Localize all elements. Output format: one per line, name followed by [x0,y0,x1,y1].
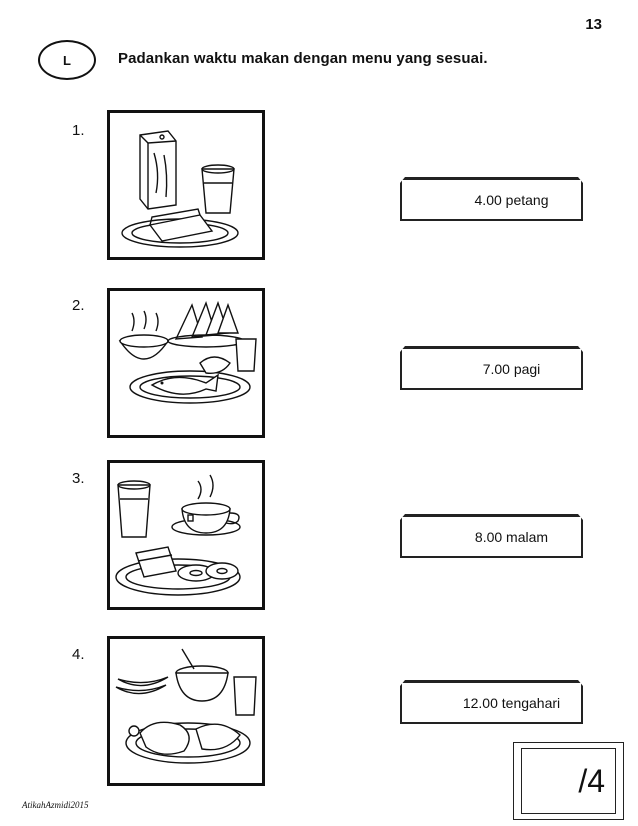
instruction-text: Padankan waktu makan dengan menu yang se… [118,50,488,67]
question-number-4: 4. [72,646,85,663]
question-number-2: 2. [72,297,85,314]
section-badge: L [38,40,96,80]
answer-label-1: 4.00 petang [474,191,549,208]
page-number: 13 [585,16,602,33]
picture-lunch [107,288,265,438]
answer-label-2: 7.00 pagi [482,360,541,377]
breakfast-milk-bread-icon [121,130,239,248]
dinner-chicken-soup-icon [115,648,257,764]
picture-tea [107,460,265,610]
answer-box-3[interactable]: 8.00 malam [400,514,583,558]
answer-box-2[interactable]: 7.00 pagi [400,346,583,390]
score-text: /4 [578,762,605,799]
answer-label-4: 12.00 tengahari [462,694,561,711]
score-inner-box: /4 [521,748,616,814]
score-box: /4 [513,742,624,820]
tea-cake-donut-icon [115,474,241,596]
question-number-1: 1. [72,122,85,139]
answer-box-1[interactable]: 4.00 petang [400,177,583,221]
watermark: AtikahAzmidi2015 [22,800,89,810]
answer-label-3: 8.00 malam [474,528,549,545]
answer-box-4[interactable]: 12.00 tengahari [400,680,583,724]
section-label: L [63,52,71,68]
picture-dinner [107,636,265,786]
question-number-3: 3. [72,470,85,487]
picture-breakfast [107,110,265,260]
lunch-rice-fish-icon [118,300,257,404]
